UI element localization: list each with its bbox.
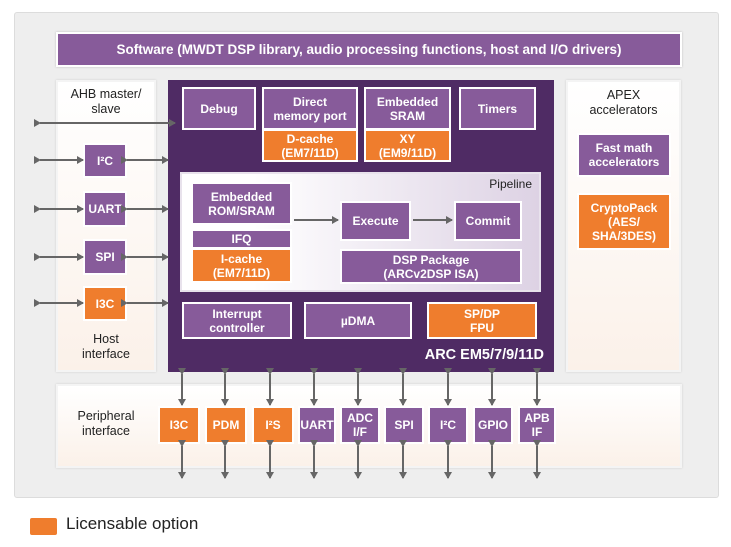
peripheral-block-9-line1: APB — [524, 411, 550, 425]
debug-block: Debug — [182, 87, 256, 130]
host-interface-line2: interface — [82, 347, 130, 361]
peripheral-block-3: I²S — [252, 406, 294, 444]
fpu-line2: FPU — [470, 320, 494, 335]
host-uart-block: UART — [83, 191, 127, 227]
apex-label-line2: accelerators — [589, 103, 658, 117]
icache-line1: I-cache — [220, 251, 263, 266]
peripheral-block-4-line1: UART — [300, 418, 334, 432]
timers-block: Timers — [459, 87, 536, 130]
xy-line1: XY — [399, 131, 416, 146]
fast-math-line1: Fast math — [595, 141, 653, 155]
ahb-label-line1: AHB master/ — [70, 87, 142, 101]
icache-block: I-cache (EM7/11D) — [191, 248, 292, 283]
rom-line2: ROM/SRAM — [208, 203, 275, 218]
sram-line1: Embedded — [376, 94, 439, 109]
peripheral-block-6: SPI — [384, 406, 424, 444]
host-i3c-block: I3C — [83, 286, 127, 321]
fpu-block: SP/DP FPU — [427, 302, 537, 339]
peripheral-block-8-line1: GPIO — [477, 418, 508, 432]
dmp-line2: memory port — [273, 108, 347, 123]
interrupt-line2: controller — [209, 320, 265, 335]
icache-line2: (EM7/11D) — [212, 265, 271, 280]
core-title: ARC EM5/7/9/11D — [424, 347, 544, 363]
sram-line2: SRAM — [389, 108, 426, 123]
dsp-line1: DSP Package — [392, 252, 470, 267]
peripheral-label-line1: Peripheral — [77, 409, 135, 423]
fast-math-block: Fast math accelerators — [577, 133, 671, 177]
dsp-package-block: DSP Package (ARCv2DSP ISA) — [340, 249, 522, 284]
peripheral-block-9-line2: IF — [531, 425, 543, 439]
peripheral-block-6-line1: SPI — [394, 418, 414, 432]
dmp-line1: Direct — [292, 94, 327, 109]
commit-block: Commit — [454, 201, 522, 241]
embedded-rom-block: Embedded ROM/SRAM — [191, 182, 292, 225]
legend-label: Licensable option — [66, 514, 199, 533]
peripheral-block-4: UART — [298, 406, 336, 444]
execute-block: Execute — [340, 201, 411, 241]
cryptopack-line3: SHA/3DES) — [591, 228, 656, 243]
host-interface-line1: Host — [93, 332, 119, 346]
dsp-line2: (ARCv2DSP ISA) — [383, 266, 479, 281]
ahb-label-line2: slave — [91, 102, 121, 116]
peripheral-block-7-line1: I²C — [440, 418, 456, 432]
peripheral-block-5-line1: ADC — [347, 411, 373, 425]
pipeline-title: Pipeline — [489, 177, 532, 191]
interrupt-line1: Interrupt — [212, 306, 262, 321]
peripheral-label-line2: interface — [82, 424, 130, 438]
peripheral-block-8: GPIO — [473, 406, 513, 444]
ahb-label: AHB master/ slave — [56, 87, 156, 117]
dcache-line2: (EM7/11D) — [281, 145, 339, 160]
dcache-block: D-cache (EM7/11D) — [262, 129, 358, 162]
fast-math-line2: accelerators — [588, 155, 660, 169]
legend-swatch — [30, 518, 57, 535]
udma-block: µDMA — [304, 302, 412, 339]
fpu-line1: SP/DP — [463, 306, 500, 321]
host-interface-label: Host interface — [56, 332, 156, 362]
peripheral-block-5-line2: I/F — [353, 425, 367, 439]
peripheral-block-3-line1: I²S — [265, 418, 281, 432]
rom-line1: Embedded — [210, 189, 273, 204]
interrupt-controller-block: Interrupt controller — [182, 302, 292, 339]
apex-label: APEX accelerators — [566, 88, 681, 118]
peripheral-label: Peripheral interface — [60, 409, 152, 439]
apex-label-line1: APEX — [606, 88, 641, 102]
peripheral-block-1-line1: I3C — [169, 418, 189, 432]
software-bar: Software (MWDT DSP library, audio proces… — [56, 32, 682, 67]
xy-line2: (EM9/11D) — [378, 145, 437, 160]
peripheral-block-7: I²C — [428, 406, 468, 444]
cryptopack-block: CryptoPack (AES/ SHA/3DES) — [577, 193, 671, 250]
peripheral-block-2-line1: PDM — [212, 418, 240, 432]
cryptopack-line1: CryptoPack — [590, 200, 658, 215]
dcache-line1: D-cache — [286, 131, 334, 146]
cryptopack-line2: (AES/ — [607, 214, 640, 229]
xy-memory-block: XY (EM9/11D) — [364, 129, 451, 162]
